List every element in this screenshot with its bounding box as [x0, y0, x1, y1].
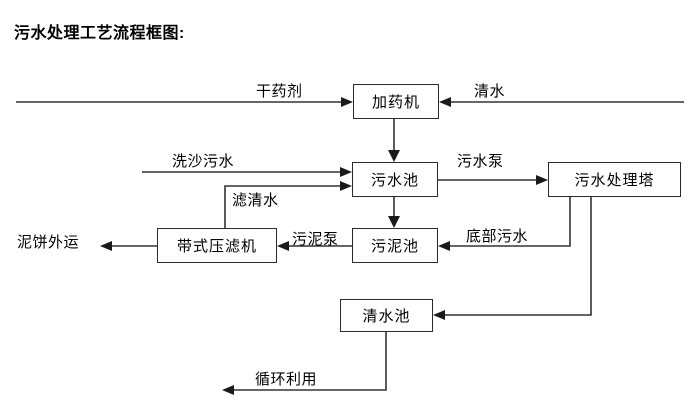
- node-sewage-pool[interactable]: 污水池: [352, 162, 438, 197]
- node-dosing-machine[interactable]: 加药机: [353, 84, 439, 119]
- arrowhead-mudcake: [100, 241, 112, 251]
- edge-label-sand-wash-sewage: 洗沙污水: [172, 153, 235, 170]
- arrowhead-dry-chemical: [341, 97, 353, 107]
- arrowhead-clear-water-pool: [433, 310, 445, 320]
- arrowhead-filtered-water: [340, 181, 352, 191]
- edge-label-mud-cake-transport: 泥饼外运: [17, 234, 80, 251]
- node-label: 加药机: [371, 94, 420, 111]
- edge-label-filtered-water: 滤清水: [232, 192, 279, 209]
- arrowhead-sandwash: [340, 167, 352, 177]
- node-label: 污泥池: [370, 238, 419, 255]
- wire-clear-water-to-recycle: [230, 332, 387, 391]
- edge-label-sewage-pump: 污水泵: [457, 153, 504, 170]
- edge-label-dry-chemical: 干药剂: [256, 83, 303, 100]
- edge-label-sludge-pump: 污泥泵: [292, 231, 339, 248]
- edge-label-recycle-reuse: 循环利用: [255, 371, 318, 388]
- arrowhead-sludge-pump: [277, 241, 289, 251]
- arrowhead-recycle: [222, 385, 234, 395]
- node-sludge-pool[interactable]: 污泥池: [352, 228, 438, 263]
- arrowhead-sewage-pump: [536, 175, 548, 185]
- wire-bottom-sewage-to-sludge-pool: [446, 197, 571, 247]
- node-belt-filter-press[interactable]: 带式压滤机: [157, 228, 277, 263]
- arrowhead-dosing-to-sewage-pool: [388, 150, 400, 162]
- wire-tower-to-clear-water-pool: [441, 197, 592, 316]
- arrowhead-bottom-sewage: [438, 241, 450, 251]
- arrowhead-clean-water: [439, 97, 451, 107]
- page-title: 污水处理工艺流程框图:: [14, 25, 185, 42]
- node-label: 清水池: [362, 308, 411, 325]
- node-label: 污水处理塔: [574, 172, 655, 189]
- node-label: 污水池: [370, 172, 419, 189]
- edge-label-clean-water-in: 清水: [474, 83, 506, 100]
- node-label: 带式压滤机: [176, 238, 257, 255]
- arrowhead-sewage-to-sludge: [388, 216, 400, 228]
- wire-filtered-water-to-sewage-pool: [224, 185, 345, 228]
- node-treatment-tower[interactable]: 污水处理塔: [548, 162, 681, 197]
- node-clear-water-pool[interactable]: 清水池: [340, 299, 433, 332]
- edge-label-bottom-sewage: 底部污水: [466, 228, 529, 245]
